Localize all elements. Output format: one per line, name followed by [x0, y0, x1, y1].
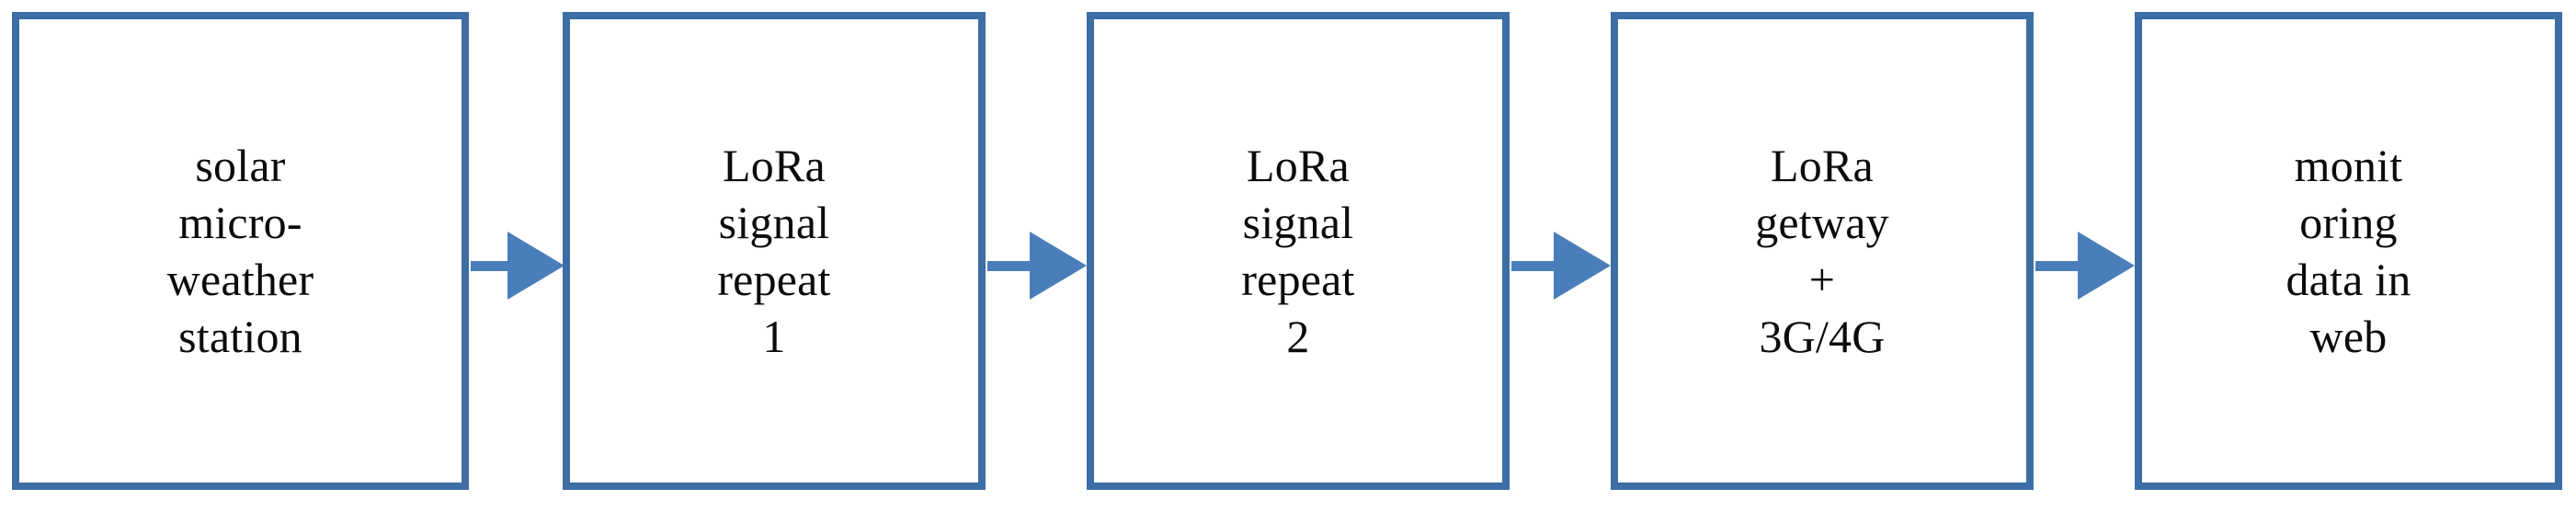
arrow-head [1030, 232, 1087, 300]
flow-node-lora-signal-repeat-1[interactable]: LoRa signal repeat 1 [563, 12, 986, 490]
flow-node-lora-signal-repeat-2[interactable]: LoRa signal repeat 2 [1087, 12, 1510, 490]
flow-node-label: LoRa getway + 3G/4G [1755, 140, 1889, 362]
arrow-stem [471, 261, 509, 271]
right-arrow-icon-2 [987, 232, 1089, 300]
right-arrow-icon-4 [2035, 232, 2137, 300]
arrow-head [2078, 232, 2135, 300]
arrow-stem [1511, 261, 1556, 271]
arrow-head [1554, 232, 1611, 300]
arrow-head [507, 232, 564, 300]
flow-node-label: LoRa signal repeat 2 [1241, 140, 1355, 362]
right-arrow-icon-3 [1511, 232, 1613, 300]
flow-node-monitoring-data-in-web[interactable]: monit oring data in web [2135, 12, 2562, 490]
arrow-stem [2035, 261, 2080, 271]
flow-node-label: monit oring data in web [2285, 140, 2411, 362]
arrow-stem [987, 261, 1032, 271]
flow-node-label: LoRa signal repeat 1 [717, 140, 831, 362]
right-arrow-icon-1 [471, 232, 564, 300]
flow-node-lora-getway-3g-4g[interactable]: LoRa getway + 3G/4G [1611, 12, 2034, 490]
flow-node-solar-micro-weather-station[interactable]: solar micro- weather station [12, 12, 469, 490]
flow-node-label: solar micro- weather station [166, 140, 314, 362]
